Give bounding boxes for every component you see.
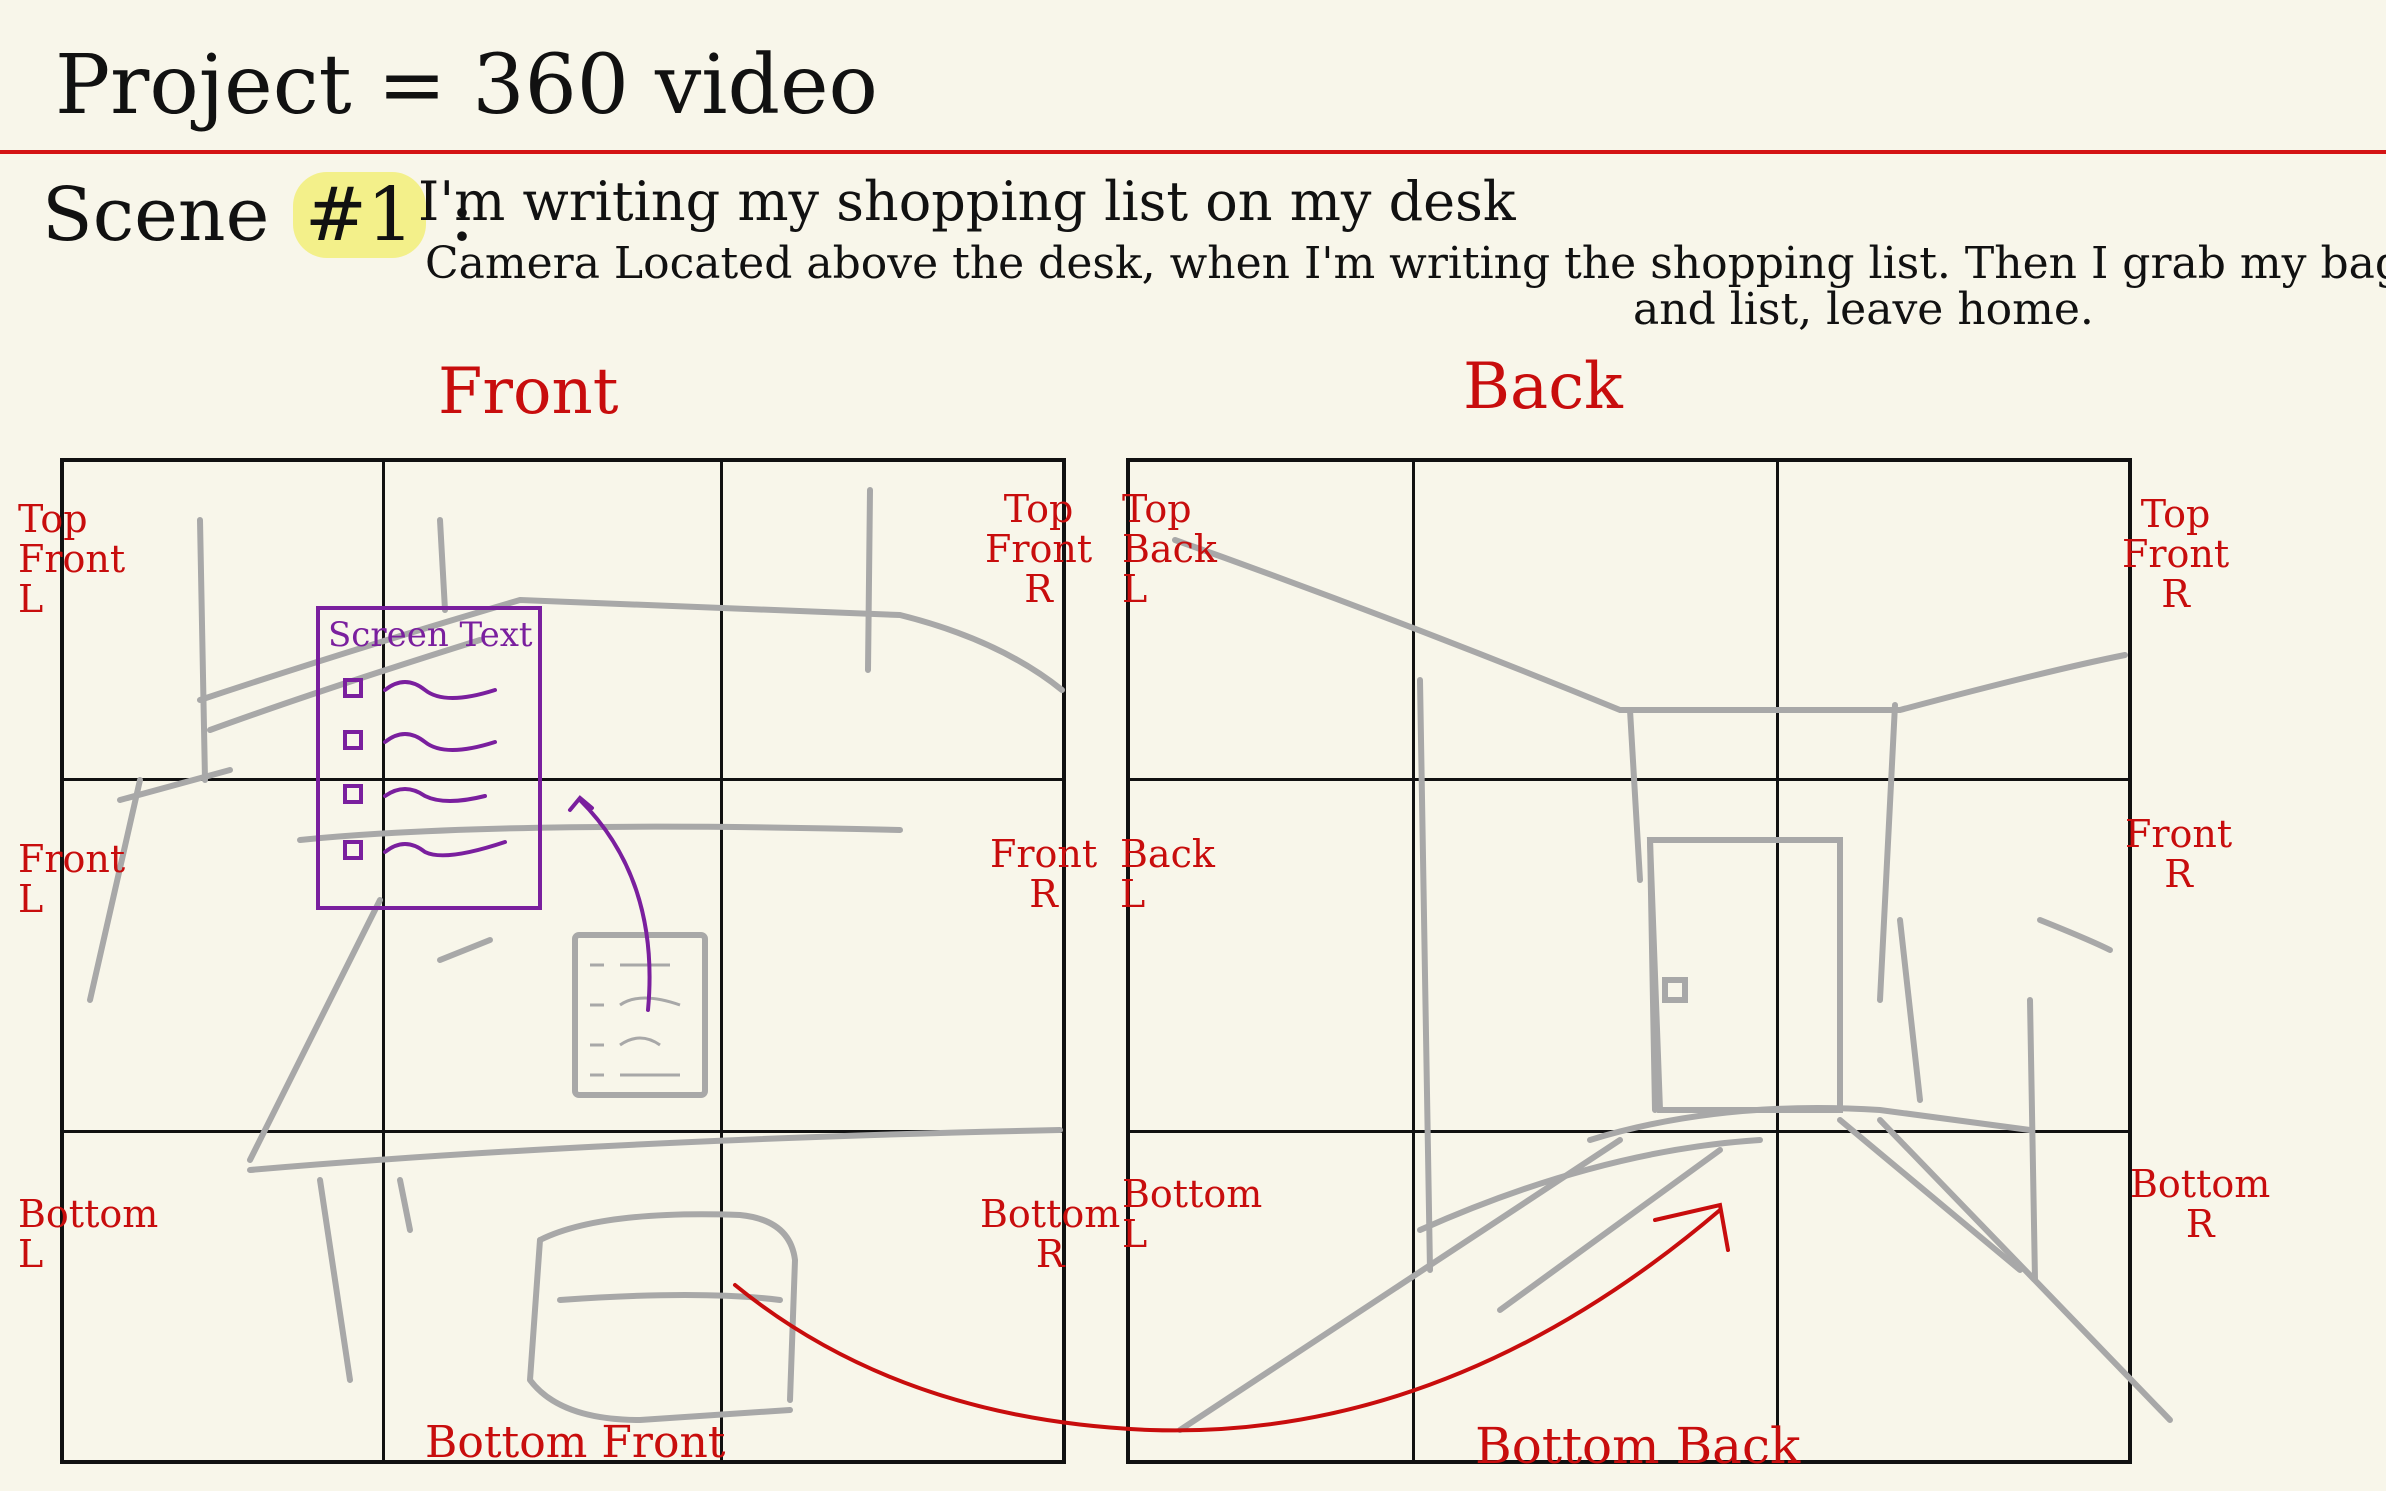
back-label-bottom-center: Bottom Back xyxy=(1475,1417,1801,1475)
front-grid-line-v1 xyxy=(382,462,385,1460)
screen-text-label: Screen Text xyxy=(328,615,533,655)
back-room-sketch xyxy=(1172,537,2173,1433)
project-title: Project = 360 video xyxy=(55,38,878,133)
front-grid-line-h2 xyxy=(64,1130,1062,1133)
header-rule xyxy=(0,150,2386,154)
scene-label: Scene #1 : xyxy=(42,172,474,258)
scene-number: #1 xyxy=(292,172,427,258)
back-grid-line-v1 xyxy=(1412,462,1415,1460)
scene-description-line1: Camera Located above the desk, when I'm … xyxy=(425,238,2386,289)
front-grid-line-h1 xyxy=(64,778,1062,781)
front-panel-title: Front xyxy=(438,355,619,429)
scene-action: I'm writing my shopping list on my desk xyxy=(418,170,1516,233)
front-grid-line-v2 xyxy=(720,462,723,1460)
back-panel-title: Back xyxy=(1463,350,1623,424)
back-grid-line-h1 xyxy=(1130,778,2128,781)
front-room-sketch xyxy=(87,487,1065,1423)
scene-word: Scene xyxy=(42,172,270,258)
front-grid xyxy=(60,458,1066,1464)
scene-separator: : xyxy=(449,172,475,258)
front-label-bottom-center: Bottom Front xyxy=(425,1417,726,1468)
scene-description-line2: and list, leave home. xyxy=(1633,284,2094,335)
back-grid-line-v2 xyxy=(1776,462,1779,1460)
transition-arrow xyxy=(733,1202,1730,1433)
screen-text-box xyxy=(316,606,652,1012)
paper-list-scribbles xyxy=(590,963,681,1077)
